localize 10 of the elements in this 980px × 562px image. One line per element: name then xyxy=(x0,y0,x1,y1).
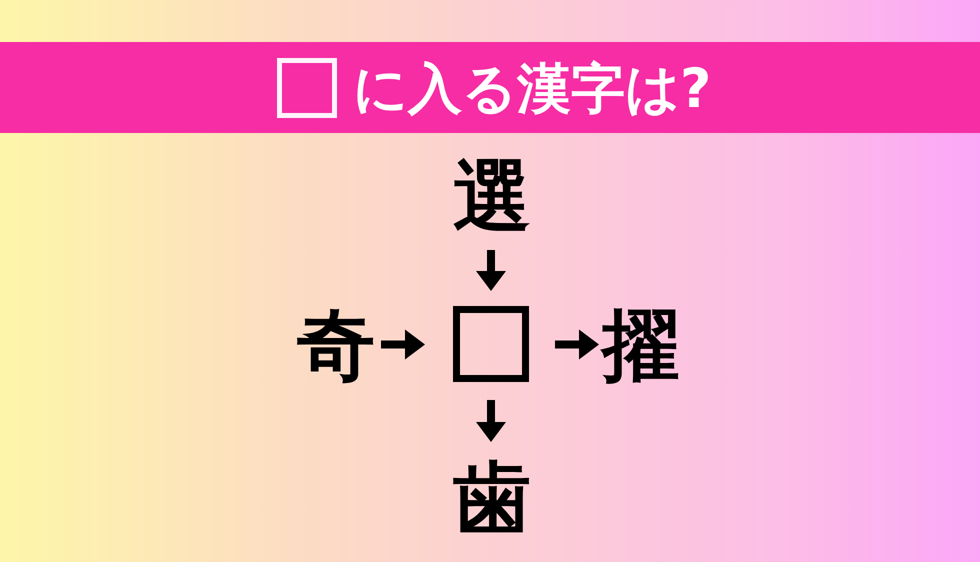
arrow xyxy=(476,400,506,442)
arrow xyxy=(555,330,599,360)
kanji-character: 奇 xyxy=(297,307,375,385)
answer-box xyxy=(453,306,529,382)
kanji-character: 歯 xyxy=(453,460,531,538)
kanji-character: 選 xyxy=(453,158,531,236)
arrow xyxy=(476,250,506,291)
kanji-character: 擢 xyxy=(602,307,680,385)
arrow xyxy=(381,330,425,360)
title: に入る漢字は? xyxy=(353,62,712,116)
